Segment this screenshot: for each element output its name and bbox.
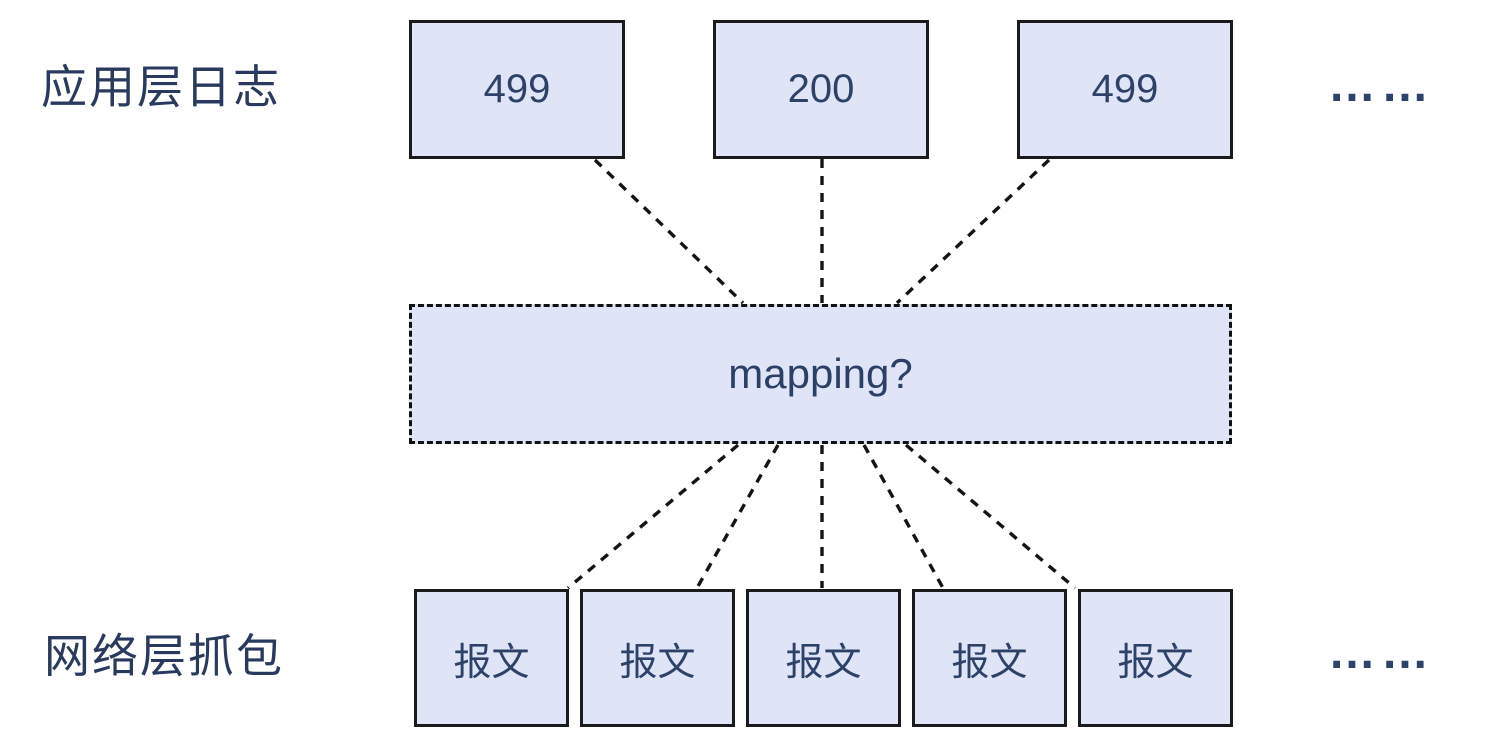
connector-top-3 xyxy=(895,158,1051,305)
packet-box-2: 报文 xyxy=(580,589,735,727)
connector-bottom-2 xyxy=(695,444,780,589)
log-box-499-second: 499 xyxy=(1017,20,1233,159)
bottom-row-ellipsis: …… xyxy=(1328,626,1434,679)
packet-box-3: 报文 xyxy=(746,589,901,727)
log-box-499-first: 499 xyxy=(409,20,625,159)
connector-bottom-1 xyxy=(566,443,740,590)
connector-bottom-4 xyxy=(862,444,945,589)
top-row-ellipsis: …… xyxy=(1328,59,1434,112)
application-layer-logs-label: 应用层日志 xyxy=(41,61,281,113)
connector-top-1 xyxy=(593,158,745,305)
packet-box-5: 报文 xyxy=(1078,589,1233,727)
network-layer-capture-label: 网络层抓包 xyxy=(44,630,284,682)
packet-box-4: 报文 xyxy=(912,589,1067,727)
mapping-question-box: mapping? xyxy=(409,304,1232,444)
log-box-200: 200 xyxy=(713,20,929,159)
packet-box-1: 报文 xyxy=(414,589,569,727)
connector-bottom-5 xyxy=(904,443,1077,590)
